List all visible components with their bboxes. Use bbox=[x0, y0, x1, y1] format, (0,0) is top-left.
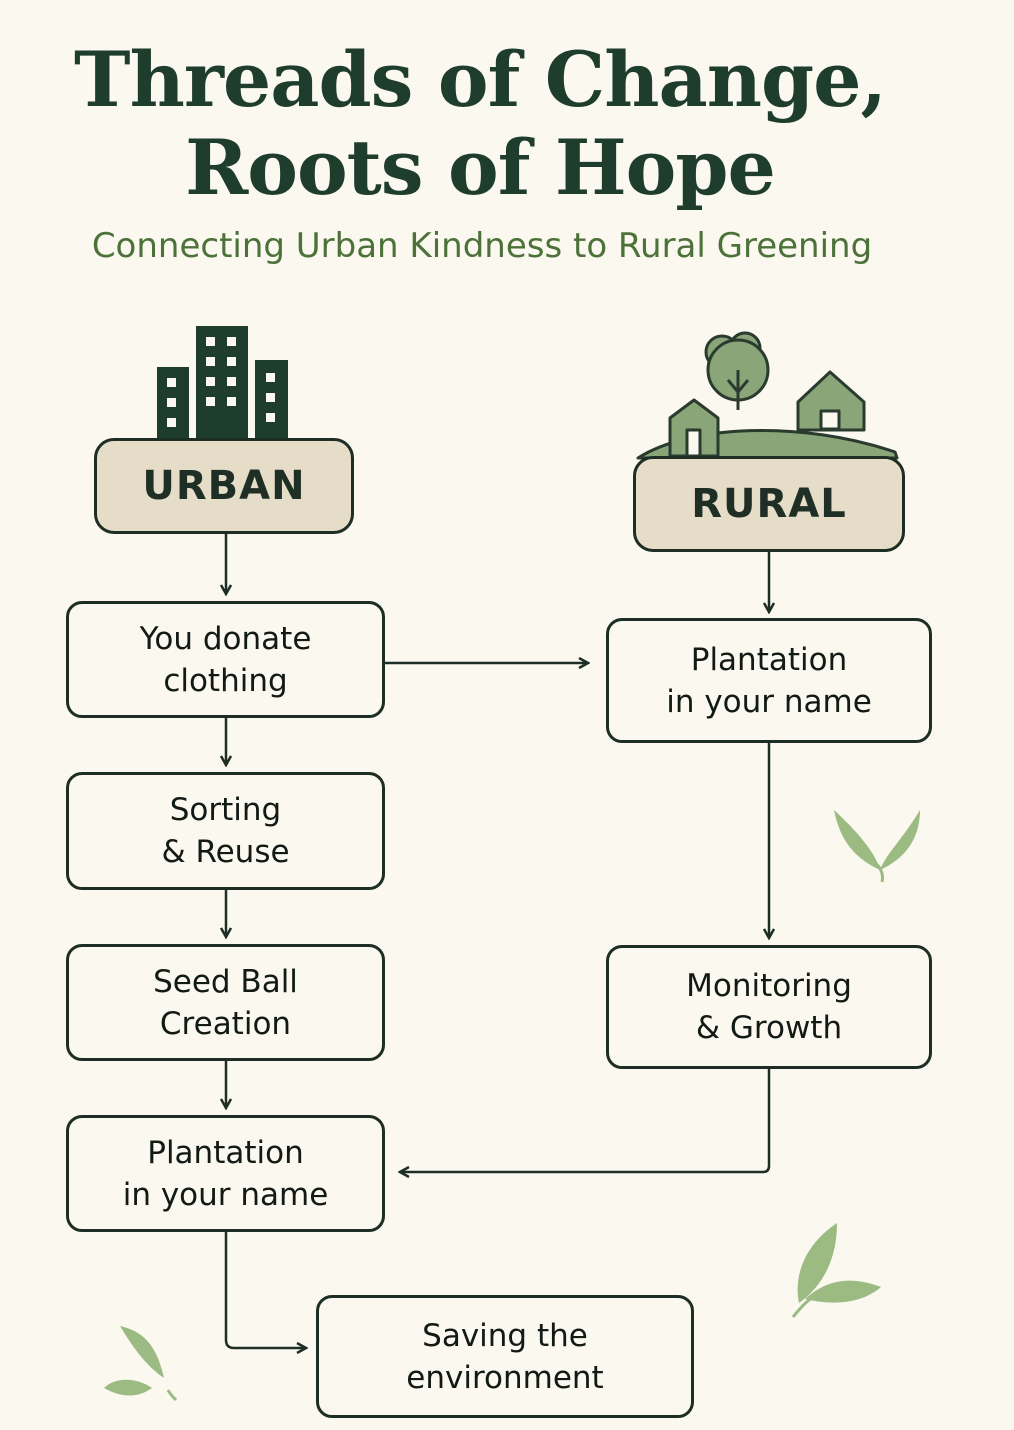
step-donate-clothing-text: You donate clothing bbox=[139, 620, 312, 699]
flow-connectors bbox=[226, 534, 769, 1348]
village-houses-icon bbox=[636, 331, 899, 460]
urban-region-label: URBAN bbox=[94, 438, 354, 534]
arrow-monitoring-to-urban-plantation bbox=[400, 1069, 771, 1172]
urban-label: URBAN bbox=[142, 463, 306, 509]
leaf-icon bbox=[791, 1223, 881, 1318]
step-monitoring-growth-text: Monitoring & Growth bbox=[686, 968, 852, 1046]
step-donate-clothing: You donate clothing bbox=[66, 601, 385, 718]
title-line-1: Threads of Change, bbox=[74, 35, 887, 124]
step-rural-plantation: Plantation in your name bbox=[606, 618, 932, 743]
step-saving-environment: Saving the environment bbox=[316, 1295, 694, 1418]
step-sorting-reuse: Sorting & Reuse bbox=[66, 772, 385, 890]
title-line-2: Roots of Hope bbox=[185, 123, 776, 212]
arrow-plantation-to-saving bbox=[224, 1232, 306, 1348]
leaf-icon bbox=[834, 810, 920, 883]
rural-label: RURAL bbox=[691, 481, 847, 527]
page-title: Threads of Change, Roots of Hope bbox=[0, 36, 960, 212]
page-subtitle: Connecting Urban Kindness to Rural Green… bbox=[91, 226, 873, 266]
step-urban-plantation: Plantation in your name bbox=[66, 1115, 385, 1232]
step-seed-ball-creation: Seed Ball Creation bbox=[66, 944, 385, 1061]
step-saving-environment-text: Saving the environment bbox=[406, 1317, 604, 1396]
step-monitoring-growth: Monitoring & Growth bbox=[606, 945, 932, 1069]
step-rural-plantation-text: Plantation in your name bbox=[666, 641, 872, 720]
rural-region-label: RURAL bbox=[633, 456, 905, 552]
leaf-icon bbox=[104, 1326, 178, 1402]
step-sorting-reuse-text: Sorting & Reuse bbox=[161, 792, 290, 870]
step-urban-plantation-text: Plantation in your name bbox=[122, 1134, 329, 1213]
city-buildings-icon bbox=[157, 326, 288, 439]
step-seed-ball-creation-text: Seed Ball Creation bbox=[153, 963, 298, 1042]
